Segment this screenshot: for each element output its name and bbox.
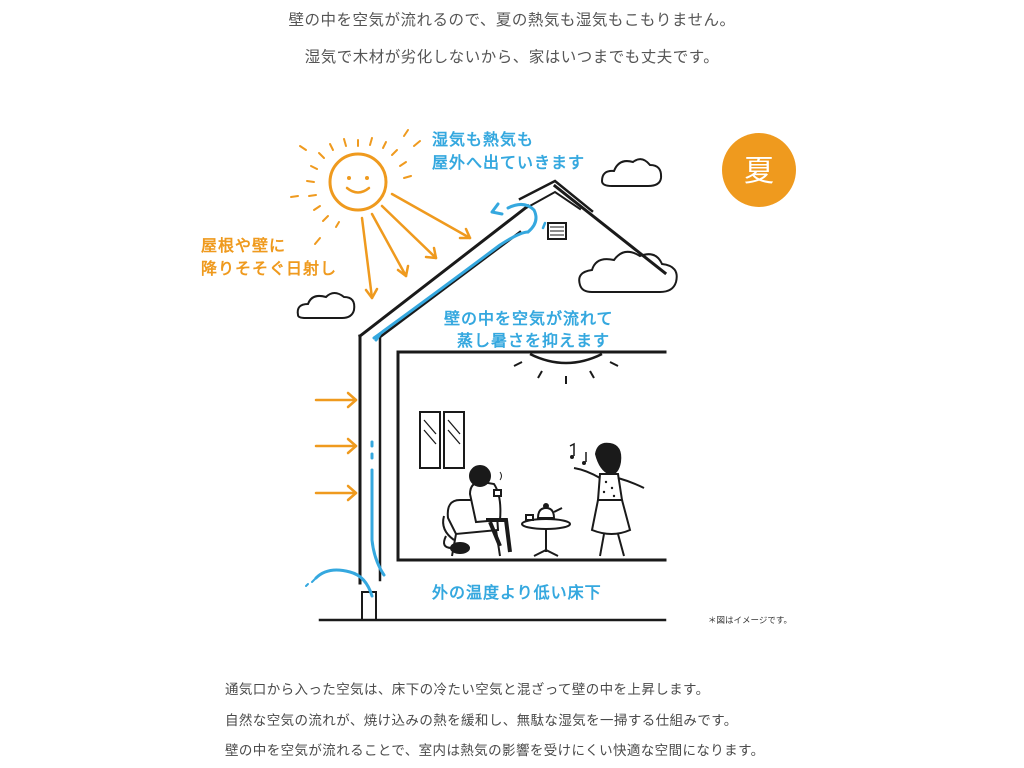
intake-dashes <box>305 577 317 587</box>
intro-line-1: 壁の中を空気が流れるので、夏の熱気も湿気もこもりません。 <box>288 11 736 29</box>
roof-vent-icon <box>547 222 567 240</box>
ceiling-light-icon <box>513 352 619 384</box>
label-sunlight-line-2: 降りそそぐ日射し <box>201 259 337 278</box>
sunlight-arrows <box>360 192 472 300</box>
label-humid-heat-line-2: 屋外へ出ていきます <box>432 153 585 172</box>
season-badge: 夏 <box>722 133 796 207</box>
label-humid-heat-line-1: 湿気も熱気も <box>431 130 534 149</box>
label-sunlight-line-1: 屋根や壁に <box>201 236 286 255</box>
body-line-1: 通気口から入った空気は、床下の冷たい空気と混ざって壁の中を上昇します。 <box>225 682 710 698</box>
side-table-illustration <box>521 503 571 557</box>
seated-man-illustration <box>442 465 512 557</box>
standing-woman-illustration <box>569 442 645 557</box>
body-line-3: 壁の中を空気が流れることで、室内は熱気の影響を受けにくい快適な空間になります。 <box>225 743 765 759</box>
cloud-icon <box>296 292 356 319</box>
label-wall-airflow-line-1: 壁の中を空気が流れて <box>444 309 614 328</box>
sun-icon <box>290 129 421 245</box>
cloud-icon <box>600 158 663 187</box>
wall-heat-arrows <box>314 391 358 502</box>
season-badge-label: 夏 <box>744 154 774 189</box>
airflow-path <box>314 202 547 598</box>
house-outline <box>318 179 668 622</box>
body-line-2: 自然な空気の流れが、焼け込みの熱を緩和し、無駄な湿気を一掃する仕組みです。 <box>225 713 738 729</box>
window-icon <box>419 411 465 469</box>
image-note: ＊図はイメージです。 <box>708 616 792 626</box>
intro-line-2: 湿気で木材が劣化しないから、家はいつまでも丈夫です。 <box>304 48 720 66</box>
label-underfloor: 外の温度より低い床下 <box>431 583 602 602</box>
label-wall-airflow-line-2: 蒸し暑さを抑えます <box>457 331 610 350</box>
